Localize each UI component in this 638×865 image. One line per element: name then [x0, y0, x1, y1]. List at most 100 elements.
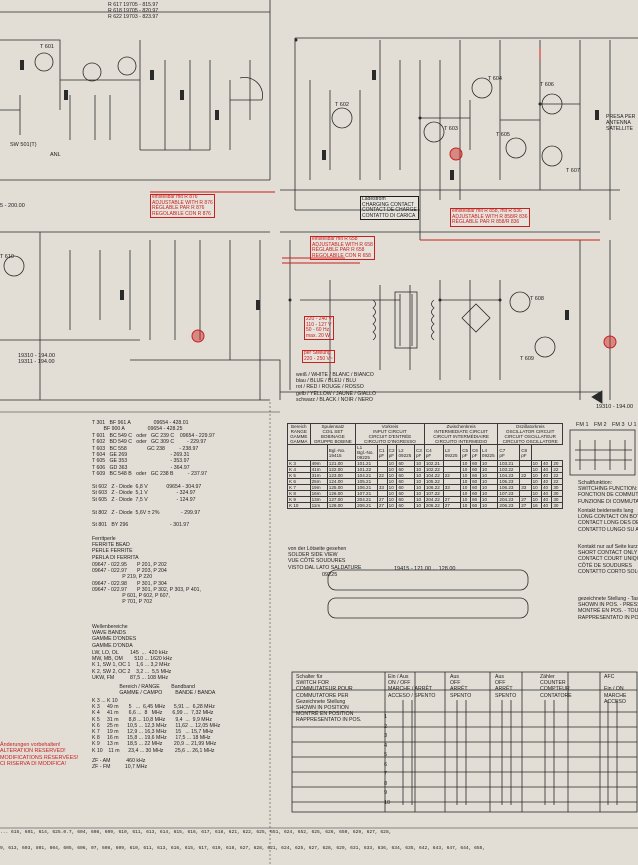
- ladestrom-note: Ladestrom CHARGING CONTACT CONTACT DE CH…: [360, 196, 419, 221]
- coil-subhead: C5 pF: [460, 444, 472, 461]
- transistor-list-line: St 603 Z - Diode 5,1 V - 324.97: [92, 490, 196, 497]
- ferrite-title: Ferritperle FERRITE BEAD PERLE FERRITE P…: [92, 536, 139, 561]
- sw-label: SW 501(T): [10, 142, 37, 148]
- coil-head-intermediate: Zwischenkreis INTERMEDIATE CIRCUIT CIRCU…: [423, 423, 499, 445]
- transistor-list-line: T 601 BC 549 C oder GC 239 C 09654 - 229…: [92, 432, 215, 439]
- coil-subhead: L1 Bgl.-No. 09225: [355, 444, 378, 461]
- t603-label: T 603: [444, 126, 458, 132]
- ref-19310-label: 19310 - 194.00: [596, 404, 634, 410]
- switch-row-number: 4: [384, 742, 388, 749]
- coil-head-coilset: Spulensatz COIL SET BOBINAGE GRUPPE BOBI…: [309, 423, 357, 445]
- table-cell: 16: [530, 502, 543, 509]
- waveband-title: Wellenbereiche WAVE BANDS GAMME D'ONDES …: [92, 624, 137, 649]
- table-cell: 206.22: [423, 502, 444, 509]
- switch-legend-a: Kontakt beiderseits lang LONG CONTACT ON…: [578, 508, 638, 533]
- transistor-list-line: St 801 BY 296 - 301.97: [92, 522, 190, 529]
- ferrite-rows: 09647 - 022.95 P 201, P 202 09647 - 022.…: [92, 562, 201, 606]
- t610-label: T 610: [0, 254, 14, 260]
- table-cell: 128.00: [326, 502, 357, 509]
- table-cell: 27: [519, 502, 532, 509]
- table-cell: 30: [551, 502, 563, 509]
- transistor-list-line: T 606 GD 363 - 364.97: [92, 464, 190, 471]
- adjust-note-1: einstellbar mit R 876 ADJUSTABLE WITH R …: [150, 194, 215, 219]
- transistor-list-line: T 603 BC 558 GC 238 - 238.97: [92, 445, 199, 452]
- coil-head-osc: Oszillatorkreis OSCILLATOR CIRCUIT CIRCU…: [497, 423, 563, 445]
- table-cell: 60: [470, 502, 481, 509]
- alteration-warning: Änderungen vorbehalten! ALTERATION RESER…: [0, 742, 79, 768]
- switch-col-counter: Zähler COUNTER COMPTEUR CONTATORE: [540, 674, 572, 699]
- t601-label: T 601: [40, 44, 54, 50]
- left-ref-1: 19310 - 194.00: [18, 353, 56, 359]
- switch-row-number: 2: [384, 723, 388, 730]
- coil-subhead: [287, 444, 328, 461]
- coil-subhead: C7 pF: [497, 444, 521, 461]
- top-ref-1: R 617 19705 - 815.97: [108, 2, 159, 8]
- t602-label: T 602: [335, 102, 349, 108]
- waveband-rows1: LW, LO, OL 145 ... 420 kHz MW, MB, OM 51…: [92, 650, 173, 681]
- voltage-note: 220 - 240 V 110 - 127 V 50 - 60 Hz max. …: [304, 316, 334, 341]
- transistor-list-line: BF 900 A 09654 - 428.25: [92, 426, 183, 433]
- position-note: per Stellung 220 - 250 V~: [302, 350, 335, 364]
- transistor-list-line: T 301 BF 961 A 09654 - 428.01: [92, 420, 189, 426]
- transistor-list-line: St 602 Z - Diode 6,8 V 09654 - 304.97: [92, 484, 202, 490]
- table-cell: 40: [540, 502, 553, 509]
- transistor-list-line: T 602 BD 549 C oder GC 309 C - 229.97: [92, 439, 207, 446]
- switch-col-off2: Aus OFF ARRÊT SPENTO: [495, 674, 517, 699]
- waveband-rows2: K 3 ... K 10 K 3 49 m 5 ... 6,45 MHz 5,9…: [92, 698, 221, 754]
- switch-legend-b: Kontakt nur auf Seite kurz SHORT CONTACT…: [578, 544, 638, 575]
- table-cell: 27: [376, 502, 388, 509]
- switch-row-number: 3: [384, 733, 388, 739]
- top-ref-3: R 622 19703 - 823.97: [108, 14, 159, 20]
- transistor-list-line: T 604 GE 269 - 269.31: [92, 452, 190, 458]
- adjust-note-2: einstellbar mit R 658 ADJUSTABLE WITH R …: [310, 236, 375, 261]
- switch-row-number: 9: [384, 790, 388, 796]
- coil-subhead: C6 pF: [470, 444, 481, 461]
- table-cell: 10: [460, 502, 472, 509]
- left-range: 5 - 200.00: [0, 203, 25, 209]
- t605-label: T 605: [496, 132, 510, 138]
- wire-colors: weiß / WHITE / BLANC / BIANCO blau / BLU…: [296, 372, 377, 403]
- table-cell: 27: [442, 502, 462, 509]
- waveband-rows3: ZF - AM 460 kHz ZF - FM 10,7 MHz: [92, 758, 148, 771]
- waveband-header: Bereich / RANGE Bandband GAMME / CAMPO B…: [119, 684, 216, 697]
- table-cell: 60: [396, 502, 415, 509]
- table-cell: 10: [479, 502, 499, 509]
- coil-subhead: L3 09225: [442, 444, 462, 461]
- t606-label: T 606: [540, 82, 554, 88]
- switch-row-number: 5: [384, 752, 388, 758]
- table-cell: 206.23: [497, 502, 521, 509]
- presa-label: PRESA PER ANTENNA SATELLITE: [606, 114, 636, 133]
- transistor-list-line: T 609 BC 548 B oder GC 238 B - 237.97: [92, 471, 207, 478]
- left-ref-2: 19311 - 194.00: [18, 359, 55, 365]
- switch-col-afc: AFC Ein / ON MARCHE ACCESO: [604, 674, 627, 705]
- coil-subhead: C4 pF: [423, 444, 444, 461]
- coil-subhead: C2 pF: [386, 444, 398, 461]
- coil-subhead: C1 pF: [376, 444, 388, 461]
- table-cell: 10: [413, 502, 425, 509]
- switch-row-number: 6: [384, 761, 388, 768]
- switch-for-note: Schalter für SWITCH FOR COMMUTATEUR POUR…: [296, 674, 362, 724]
- switch-row-number: 7: [384, 771, 388, 777]
- coil-subhead: C3 pF: [413, 444, 425, 461]
- coil-ref: 19415 - 121.00 ... 128.00: [394, 566, 456, 572]
- transistor-list-line: St 605 Z - Diode 7,5 V - 124.97: [92, 496, 196, 503]
- coil-subhead: C8 pF: [519, 444, 532, 461]
- fm1-label: FM 1: [576, 422, 589, 428]
- coil-subhead: L2 09225: [396, 444, 415, 461]
- coil-ref2: 09225: [322, 572, 338, 578]
- switch-row-number: 1: [384, 714, 388, 720]
- adjust-note-3: einstellbar mit R 858, mit R 836 ADJUSTA…: [450, 208, 530, 227]
- coil-head-input: Vorkreis INPUT CIRCUIT CIRCUIT D'ENTRÉE …: [355, 423, 425, 445]
- table-cell: 10: [386, 502, 398, 509]
- switch-col-onoff: Ein / Aus ON / OFF MARCHE / ARRÊT ACCESO…: [388, 674, 436, 699]
- t609-label: T 609: [520, 356, 534, 362]
- u1-label: U 1: [628, 422, 637, 428]
- fm2-label: FM 2: [594, 422, 607, 428]
